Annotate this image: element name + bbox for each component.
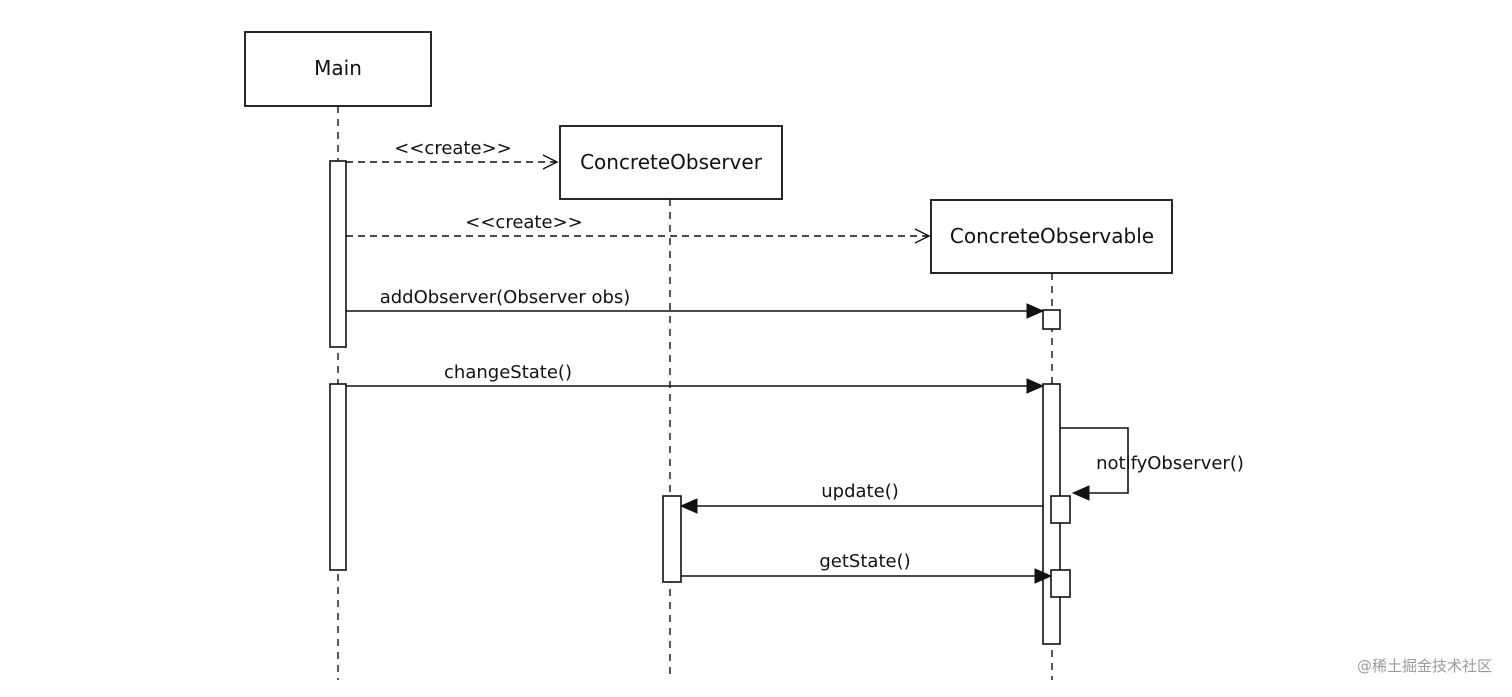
message-get-state: getState() (681, 551, 1053, 584)
observer-activation (662, 495, 682, 583)
message-change-state: changeState() (346, 362, 1045, 394)
watermark: @稀土掘金技术社区 (1357, 657, 1492, 675)
message-create-observer-label: <<create>> (394, 138, 511, 159)
participant-concrete-observer: ConcreteObserver (559, 125, 783, 200)
observable-activation-getstate (1050, 569, 1071, 598)
message-add-observer: addObserver(Observer obs) (346, 287, 1045, 319)
message-notify-observer: notifyObserver() (1060, 427, 1244, 501)
observable-activation-add (1042, 309, 1061, 330)
participant-main: Main (244, 31, 432, 107)
message-create-observable-label: <<create>> (465, 212, 582, 233)
message-get-state-label: getState() (819, 551, 910, 572)
participant-main-label: Main (314, 56, 362, 80)
message-notify-observer-label: notifyObserver() (1096, 453, 1244, 474)
message-update: update() (679, 481, 1043, 514)
participant-concrete-observable: ConcreteObservable (930, 199, 1173, 274)
main-activation-2 (329, 383, 347, 571)
participant-observer-label: ConcreteObserver (580, 150, 763, 174)
main-activation-1 (329, 160, 347, 348)
message-create-observable: <<create>> (346, 212, 931, 244)
observable-activation-notify (1050, 495, 1071, 524)
message-create-observer: <<create>> (346, 138, 559, 170)
message-add-observer-label: addObserver(Observer obs) (380, 287, 631, 308)
message-change-state-label: changeState() (444, 362, 572, 383)
participant-observable-label: ConcreteObservable (950, 224, 1154, 248)
message-update-label: update() (821, 481, 898, 502)
